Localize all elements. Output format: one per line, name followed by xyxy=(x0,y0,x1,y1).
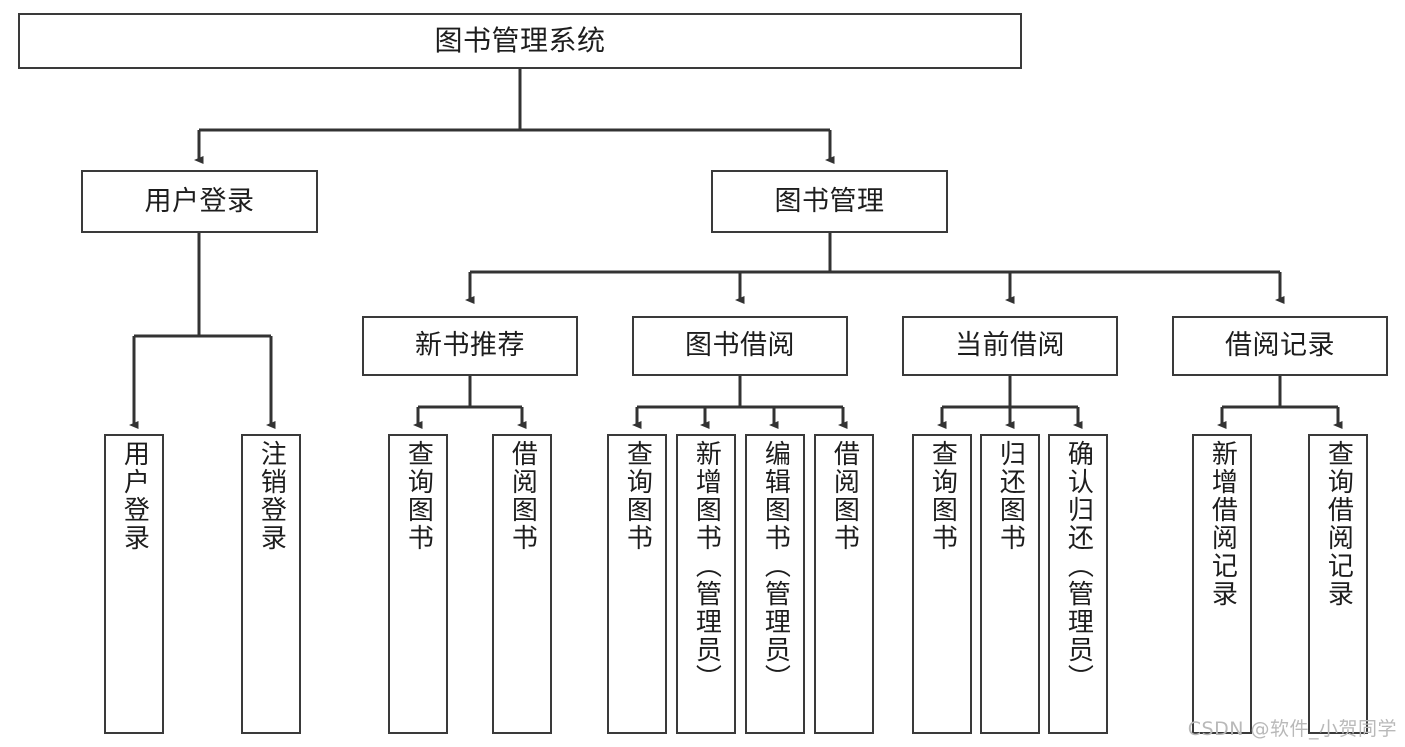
node-label: 借阅图书 xyxy=(829,440,860,552)
leaf-borrow-borrow-book[interactable]: 借阅图书 xyxy=(814,434,874,734)
leaf-recommend-query-book[interactable]: 查询图书 xyxy=(388,434,448,734)
node-label: 编辑图书（管理员） xyxy=(760,440,791,692)
node-label: 确认归还（管理员） xyxy=(1063,440,1094,692)
leaf-current-return-book[interactable]: 归还图书 xyxy=(980,434,1040,734)
leaf-record-add-record[interactable]: 新增借阅记录 xyxy=(1192,434,1252,734)
leaf-current-query-book[interactable]: 查询图书 xyxy=(912,434,972,734)
node-label: 查询图书 xyxy=(927,440,958,552)
node-label: 借阅图书 xyxy=(507,440,538,552)
node-user-login[interactable]: 用户登录 xyxy=(81,170,318,233)
node-label: 图书管理系统 xyxy=(434,24,606,58)
node-book-management[interactable]: 图书管理 xyxy=(711,170,948,233)
leaf-recommend-borrow-book[interactable]: 借阅图书 xyxy=(492,434,552,734)
node-label: 新书推荐 xyxy=(415,330,525,362)
node-label: 图书管理 xyxy=(774,185,885,217)
node-current-borrow[interactable]: 当前借阅 xyxy=(902,316,1118,376)
node-label: 图书借阅 xyxy=(685,330,795,362)
node-label: 查询借阅记录 xyxy=(1323,440,1354,608)
node-label: 新增借阅记录 xyxy=(1207,440,1238,608)
node-book-borrow[interactable]: 图书借阅 xyxy=(632,316,848,376)
leaf-borrow-add-book-admin[interactable]: 新增图书（管理员） xyxy=(676,434,736,734)
leaf-borrow-edit-book-admin[interactable]: 编辑图书（管理员） xyxy=(745,434,805,734)
leaf-user-login-logout[interactable]: 注销登录 xyxy=(241,434,301,734)
node-label: 用户登录 xyxy=(119,440,150,552)
node-root-system[interactable]: 图书管理系统 xyxy=(18,13,1022,69)
node-label: 注销登录 xyxy=(256,440,287,552)
node-label: 用户登录 xyxy=(144,185,255,217)
node-label: 借阅记录 xyxy=(1225,330,1335,362)
leaf-user-login-login[interactable]: 用户登录 xyxy=(104,434,164,734)
node-label: 新增图书（管理员） xyxy=(691,440,722,692)
leaf-record-query-record[interactable]: 查询借阅记录 xyxy=(1308,434,1368,734)
node-label: 当前借阅 xyxy=(955,330,1065,362)
node-label: 归还图书 xyxy=(995,440,1026,552)
node-label: 查询图书 xyxy=(622,440,653,552)
node-new-book-recommend[interactable]: 新书推荐 xyxy=(362,316,578,376)
node-label: 查询图书 xyxy=(403,440,434,552)
csdn-watermark: CSDN @软件_小贺同学 xyxy=(1187,718,1397,740)
leaf-borrow-query-book[interactable]: 查询图书 xyxy=(607,434,667,734)
node-borrow-record[interactable]: 借阅记录 xyxy=(1172,316,1388,376)
leaf-current-confirm-return-admin[interactable]: 确认归还（管理员） xyxy=(1048,434,1108,734)
